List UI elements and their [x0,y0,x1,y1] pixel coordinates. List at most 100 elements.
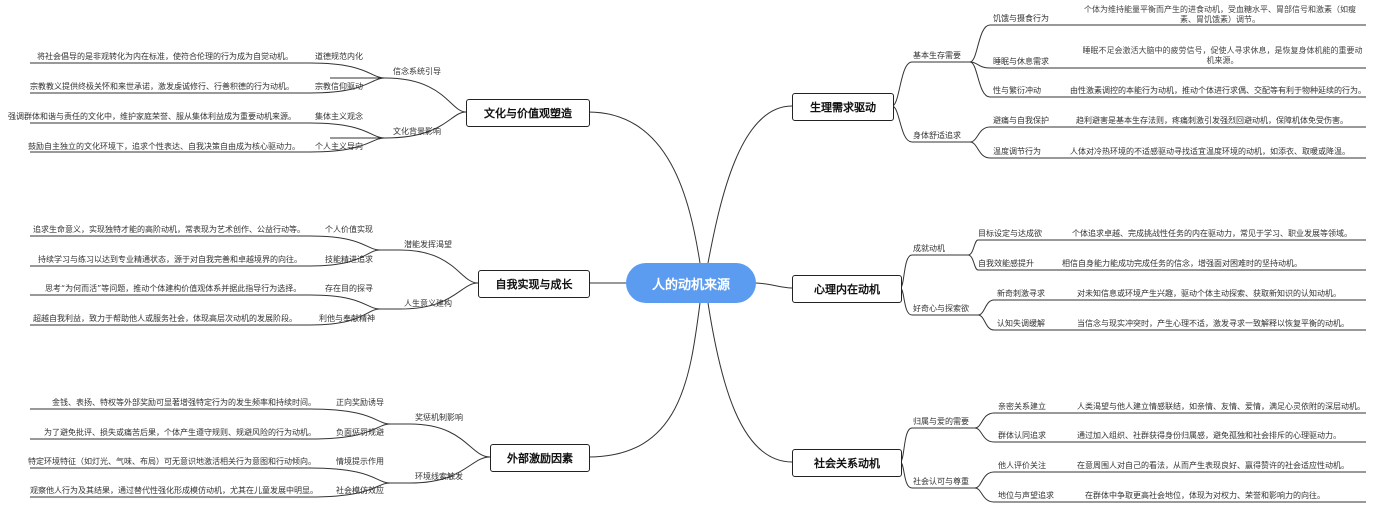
connector-root-b4 [707,105,793,264]
branch-social-relations[interactable]: 社会关系动机 [792,449,902,477]
b2-sub2-leaf2: 超越自我利益，致力于帮助他人或服务社会，体现高层次动机的发展阶段。 [33,314,297,323]
b5-sub1-leaf2: 相信自身能力能成功完成任务的信念，增强面对困难时的坚持动机。 [1062,259,1302,268]
b4-sub2-topic2[interactable]: 温度调节行为 [993,147,1041,156]
b3-sub2-label[interactable]: 环境线索触发 [415,472,463,481]
branch-external-incentives[interactable]: 外部激励因素 [490,444,590,472]
b6-sub2-leaf1: 在意周围人对自己的看法，从而产生表现良好、赢得赞许的社会适应性动机。 [1077,461,1349,470]
connector-b1-sub1 [330,77,467,113]
connector-b3-sub2 [390,456,491,484]
root-node[interactable]: 人的动机来源 [626,263,756,303]
b3-sub1-topic2[interactable]: 负面惩罚规避 [336,428,384,437]
connector-b4-s1-t1 [969,24,1128,63]
connector-b2-s2-t1 [30,294,381,310]
connector-b2-sub2 [380,282,479,310]
b2-sub1-label[interactable]: 潜能发挥渴望 [404,240,452,249]
connector-b1-s1-t2 [30,77,386,94]
b4-sub2-leaf1: 趋利避害是基本生存法则，疼痛刺激引发强烈回避动机，保障机体免受伤害。 [1076,116,1348,125]
b5-sub2-topic1[interactable]: 新奇刺激寻求 [997,289,1045,298]
b6-sub2-topic2[interactable]: 地位与声望追求 [998,491,1054,500]
b3-sub1-leaf1: 金钱、表扬、特权等外部奖励可显著增强特定行为的发生频率和持续时间。 [52,398,316,407]
b5-sub2-leaf1: 对未知信息或环境产生兴趣，驱动个体主动探索、获取新知识的认知动机。 [1077,289,1341,298]
branch-psychological-intrinsic[interactable]: 心理内在动机 [792,275,902,303]
b6-sub2-label[interactable]: 社会认可与尊重 [913,477,969,486]
b4-sub1-topic3[interactable]: 性与繁衍冲动 [993,86,1041,95]
b3-sub1-label[interactable]: 奖惩机制影响 [415,413,463,422]
b2-sub1-leaf1: 追求生命意义，实现独特才能的高阶动机，常表现为艺术创作、公益行动等。 [33,225,305,234]
b4-sub1-leaf3: 由性激素调控的本能行为动机，推动个体进行求偶、交配等有利于物种延续的行为。 [1070,86,1366,95]
b2-sub2-topic2[interactable]: 利他与奉献精神 [319,314,375,323]
b2-sub1-leaf2: 持续学习与练习以达到专业精通状态，源于对自我完善和卓越境界的向往。 [38,255,302,264]
b4-sub2-label[interactable]: 身体舒适追求 [913,131,961,140]
branch-self-actualization[interactable]: 自我实现与成长 [478,270,590,298]
connector-b5-s2-t2 [977,314,1366,331]
b1-sub2-topic1[interactable]: 集体主义观念 [315,112,363,121]
b4-sub2-leaf2: 人体对冷热环境的不适感驱动寻找适宜温度环境的动机，如添衣、取暖或降温。 [1070,147,1350,156]
connector-b2-s2-t2 [30,308,381,326]
b2-sub2-topic1[interactable]: 存在目的探寻 [325,284,373,293]
connector-b3-s1-t2 [30,423,391,440]
b3-sub2-topic2[interactable]: 社会模仿效应 [336,486,384,495]
connector-b4-s1-t2 [969,61,1128,69]
connector-b3-s2-t1 [30,467,391,484]
connector-b6-s1-t2 [974,427,1366,443]
connector-b3-s2-t2 [30,482,391,498]
b3-sub1-topic1[interactable]: 正向奖励诱导 [336,398,384,407]
b6-sub2-leaf2: 在群体中争取更高社会地位，体现为对权力、荣誉和影响力的向往。 [1085,491,1325,500]
branch-physiological-needs[interactable]: 生理需求驱动 [792,93,894,121]
b3-sub2-topic1[interactable]: 情境提示作用 [336,457,384,466]
connector-b1-s1-t1 [30,62,386,79]
connector-b1-s2-t1 [30,122,386,139]
b5-sub1-leaf1: 个体追求卓越、完成挑战性任务的内在驱动力，常见于学习、职业发展等领域。 [1072,229,1352,238]
connector-root-b5 [753,282,793,289]
b2-sub2-label[interactable]: 人生意义建构 [404,299,452,308]
b1-sub1-topic1[interactable]: 道德规范内化 [315,52,363,61]
b6-sub1-leaf1: 人类渴望与他人建立情感联结，如亲情、友情、爱情，满足心灵依附的深层动机。 [1077,402,1365,411]
connector-b4-sub1 [891,61,970,107]
connector-b6-s2-t2 [974,487,1366,503]
connector-b2-sub1 [380,249,479,284]
connector-b3-s1-t1 [30,408,391,425]
connector-b6-sub1 [899,427,975,463]
b6-sub2-topic1[interactable]: 他人评价关注 [998,461,1046,470]
connector-b4-s2-t2 [969,141,1366,159]
connector-root-b3 [587,302,701,458]
b4-sub1-topic2[interactable]: 睡眠与休息需求 [993,57,1049,66]
b1-sub2-topic2[interactable]: 个人主义导向 [315,142,363,151]
b2-sub1-topic2[interactable]: 技能精进追求 [325,255,373,264]
b4-sub1-leaf1: 个体为维持能量平衡而产生的进食动机，受血糖水平、胃部信号和激素（如瘦素、胃饥饿素… [1084,5,1356,24]
b5-sub1-topic1[interactable]: 目标设定与达成欲 [978,229,1042,238]
connector-b4-s1-t3 [969,61,1128,98]
b5-sub2-label[interactable]: 好奇心与探索欲 [913,304,969,313]
connector-root-b6 [707,302,793,463]
connector-b3-sub1 [390,423,491,458]
connector-b6-s2-t1 [974,471,1366,489]
connector-b1-s2-t2 [30,137,386,153]
connector-root-b1 [587,111,701,264]
branch-culture-values[interactable]: 文化与价值观塑造 [466,99,590,127]
b1-sub1-leaf2: 宗教教义提供终极关怀和来世承诺，激发虔诚修行、行善积德的行为动机。 [30,82,294,91]
connector-b4-sub2 [891,105,970,143]
b1-sub1-label[interactable]: 信念系统引导 [393,67,441,76]
b2-sub1-topic1[interactable]: 个人价值实现 [325,225,373,234]
b1-sub1-topic2[interactable]: 宗教信仰驱动 [315,82,363,91]
b4-sub1-topic1[interactable]: 饥饿与摄食行为 [993,14,1049,23]
b5-sub2-topic2[interactable]: 认知失调缓解 [997,319,1045,328]
connector-b5-s2-t1 [977,299,1366,316]
b4-sub2-topic1[interactable]: 避痛与自我保护 [993,116,1049,125]
b6-sub1-topic1[interactable]: 亲密关系建立 [998,402,1046,411]
b6-sub1-topic2[interactable]: 群体认同追求 [998,431,1046,440]
b2-sub2-leaf1: 思考“为何而活”等问题，推动个体建构价值观体系并据此指导行为选择。 [45,284,302,293]
b5-sub1-topic2[interactable]: 自我效能感提升 [978,259,1034,268]
b1-sub1-leaf1: 将社会倡导的是非观转化为内在标准，使符合伦理的行为成为自觉动机。 [37,52,293,61]
b3-sub1-leaf2: 为了避免批评、损失或痛苦后果，个体产生遵守规则、规避风险的行为动机。 [44,428,316,437]
b6-sub1-leaf2: 通过加入组织、社群获得身份归属感，避免孤独和社会排斥的心理驱动力。 [1077,431,1341,440]
b3-sub2-leaf2: 观察他人行为及其结果，通过替代性强化形成模仿动机，尤其在儿童发展中明显。 [30,486,318,495]
b1-sub2-leaf2: 鼓励自主独立的文化环境下，追求个性表达、自我决策自由成为核心驱动力。 [28,142,300,151]
b6-sub1-label[interactable]: 归属与爱的需要 [913,417,969,426]
b5-sub1-label[interactable]: 成就动机 [913,244,945,253]
connector-b2-s1-t2 [30,249,381,267]
b1-sub2-label[interactable]: 文化背景影响 [393,127,441,136]
connector-b2-s1-t1 [30,235,381,251]
b4-sub1-label[interactable]: 基本生存需要 [913,51,961,60]
